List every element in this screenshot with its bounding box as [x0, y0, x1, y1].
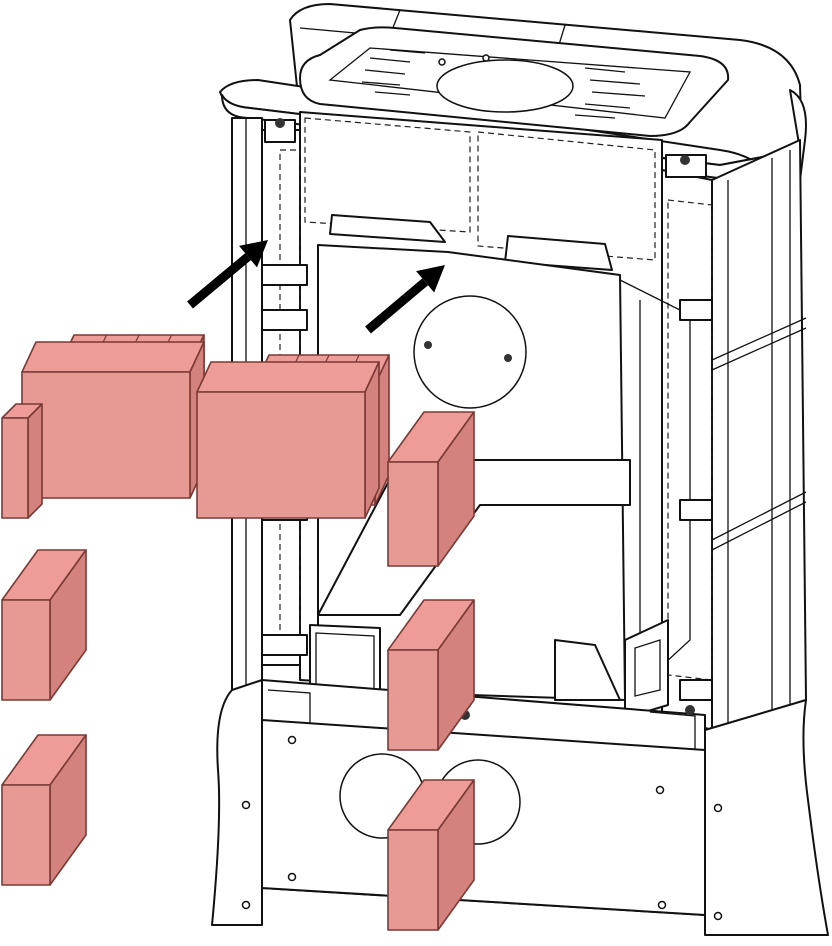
- brick-left-top-top: [21, 341, 205, 373]
- grate-bracket: [624, 619, 669, 719]
- arrow-left: [187, 240, 268, 309]
- brick-loose-lower-front: [1, 784, 51, 886]
- brick-right-upper: [387, 411, 475, 567]
- brick-right-lower: [387, 779, 475, 931]
- brick-middle-top-top: [196, 361, 380, 393]
- insert-arrows: [187, 240, 445, 334]
- brick-right-lower-front: [387, 829, 439, 931]
- brick-loose-upper: [1, 549, 87, 701]
- brick-left-side-side: [27, 403, 43, 519]
- brick-left-top-front: [21, 371, 191, 499]
- left-foot: [211, 679, 263, 926]
- brick-loose-upper-front: [1, 599, 51, 701]
- right-foot: [704, 699, 829, 936]
- arrow-right: [365, 265, 445, 334]
- brick-loose-lower: [1, 734, 87, 886]
- brick-middle-top-front: [196, 391, 366, 519]
- brick-left-side-front: [1, 417, 29, 519]
- top-plate: [299, 26, 730, 137]
- rear-air-port: [413, 295, 527, 409]
- brick-right-middle-front: [387, 649, 439, 751]
- baffle-right: [504, 235, 613, 271]
- brick-right-upper-front: [387, 461, 439, 567]
- brick-left-top: [21, 341, 205, 499]
- refractory-bricks: [1, 334, 475, 931]
- brick-middle-top: [196, 361, 380, 519]
- brick-right-middle: [387, 599, 475, 751]
- top-plate-opening: [436, 59, 574, 113]
- right-post: [711, 139, 807, 731]
- baffle-left: [329, 214, 446, 243]
- brick-left-side: [1, 403, 43, 519]
